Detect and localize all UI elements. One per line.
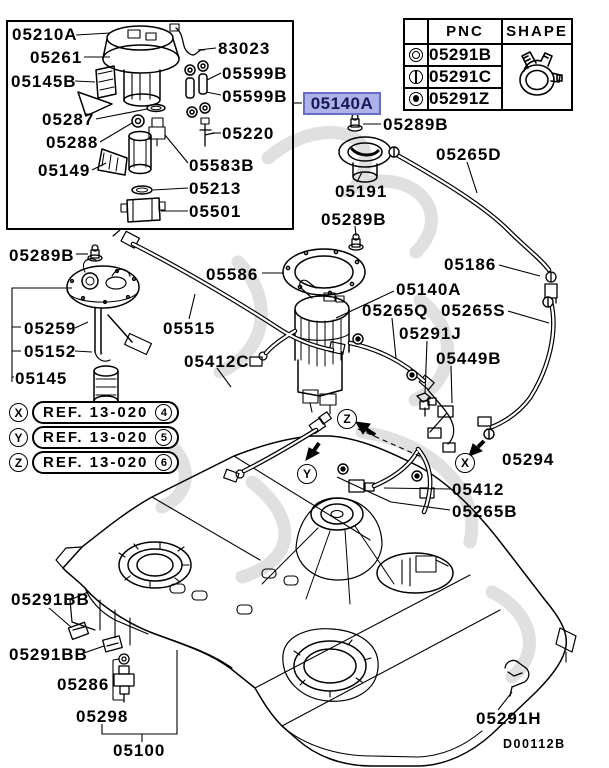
part-label-05599B-2: 05599B	[222, 87, 288, 106]
direction-arrows	[305, 421, 486, 461]
hose-clamp-icon	[519, 50, 563, 96]
ref-number-icon: 4	[155, 404, 173, 421]
clamp-symbol-cell	[403, 65, 429, 89]
ref-callout-x[interactable]: X REF. 13-020 4	[9, 401, 180, 424]
part-label-05213: 05213	[189, 179, 242, 198]
leader-lines	[11, 123, 550, 742]
pnc-value-05291C[interactable]: 05291C	[427, 65, 503, 89]
table-row: 05291Z	[403, 87, 572, 111]
part-label-05291BB-2: 05291BB	[9, 645, 88, 664]
diagram-marker-x: X	[455, 453, 475, 473]
part-label-05583B: 05583B	[189, 156, 255, 175]
ref-text: REF. 13-020	[43, 404, 149, 421]
part-label-83023: 83023	[218, 39, 271, 58]
part-label-05288: 05288	[46, 133, 99, 152]
bolt-icon	[87, 113, 364, 262]
clip-and-drain-art	[67, 621, 135, 703]
pnc-shape-table: PNC SHAPE 05291B	[403, 18, 573, 111]
retainer-ring-art	[282, 248, 366, 296]
part-label-05152: 05152	[24, 342, 77, 361]
ref-box[interactable]: REF. 13-020 6	[32, 451, 180, 474]
part-label-05287: 05287	[42, 110, 95, 129]
part-label-05220: 05220	[222, 124, 275, 143]
shape-cell	[501, 43, 573, 111]
circle-filled-dot-symbol	[409, 91, 423, 106]
ref-box[interactable]: REF. 13-020 4	[32, 401, 180, 424]
part-label-05140A-selected[interactable]: 05140A	[303, 92, 381, 115]
pnc-table-header-row: PNC SHAPE	[403, 18, 573, 45]
inset-assembly-box	[6, 20, 294, 230]
marker-y-icon: Y	[9, 428, 28, 447]
diagram-marker-y: Y	[297, 464, 317, 484]
diagram-marker-z: Z	[337, 409, 357, 429]
inset-leader-lines	[74, 32, 302, 212]
ref-number-icon: 5	[155, 429, 173, 446]
ref-text: REF. 13-020	[43, 454, 149, 471]
pnc-value-05291Z[interactable]: 05291Z	[427, 87, 503, 111]
part-label-05265D: 05265D	[436, 145, 502, 164]
part-label-05291H: 05291H	[476, 709, 542, 728]
part-label-05265B: 05265B	[452, 502, 518, 521]
part-label-05412: 05412	[452, 480, 505, 499]
part-label-05294: 05294	[502, 450, 555, 469]
part-label-05210A: 05210A	[12, 25, 78, 44]
fuel-sender-art	[66, 258, 153, 407]
clamp-symbol-cell	[403, 87, 429, 111]
part-label-05291J: 05291J	[399, 324, 462, 343]
part-label-05286: 05286	[57, 675, 110, 694]
part-label-05191: 05191	[335, 182, 388, 201]
part-label-05298: 05298	[76, 707, 129, 726]
part-label-05586: 05586	[206, 265, 259, 284]
part-label-05145B: 05145B	[11, 72, 77, 91]
part-label-05265S: 05265S	[441, 301, 506, 320]
ref-number-icon: 6	[155, 454, 173, 471]
table-row: 05291C	[403, 65, 572, 89]
ref-text: REF. 13-020	[43, 429, 149, 446]
table-row: 05291B	[403, 43, 573, 111]
part-label-05515: 05515	[163, 319, 216, 338]
part-label-05289B-2: 05289B	[321, 210, 387, 229]
part-label-05140A-2: 05140A	[396, 280, 462, 299]
part-label-05186: 05186	[444, 255, 497, 274]
ref-callout-y[interactable]: Y REF. 13-020 5	[9, 426, 180, 449]
ref-callout-z[interactable]: Z REF. 13-020 6	[9, 451, 180, 474]
part-label-05100: 05100	[113, 741, 166, 760]
hoses	[130, 152, 556, 515]
part-label-05412C: 05412C	[184, 352, 250, 371]
part-label-05261: 05261	[30, 48, 83, 67]
harness-art	[416, 389, 456, 453]
marker-x-icon: X	[9, 403, 28, 422]
part-label-05259: 05259	[24, 319, 77, 338]
pnc-table-corner-cell	[403, 18, 429, 45]
part-label-05289B-1: 05289B	[383, 115, 449, 134]
part-label-05599B-1: 05599B	[222, 64, 288, 83]
part-label-05291BB-1: 05291BB	[11, 590, 90, 609]
ref-box[interactable]: REF. 13-020 5	[32, 426, 180, 449]
shape-column-header: SHAPE	[501, 18, 573, 45]
part-label-05145: 05145	[15, 369, 68, 388]
drawing-code: D00112B	[503, 737, 566, 751]
fuel-tank-art	[55, 435, 577, 767]
part-label-05501: 05501	[189, 202, 242, 221]
clamp-symbol-cell	[403, 43, 429, 67]
part-label-05265Q: 05265Q	[362, 301, 429, 320]
part-label-05149: 05149	[38, 161, 91, 180]
circle-vertical-bar-symbol	[409, 69, 423, 84]
pnc-column-header: PNC	[427, 18, 503, 45]
part-label-05289B-3: 05289B	[9, 246, 75, 265]
pnc-value-05291B[interactable]: 05291B	[427, 43, 503, 67]
marker-z-icon: Z	[9, 453, 28, 472]
part-label-05449B: 05449B	[436, 349, 502, 368]
double-circle-symbol	[409, 47, 423, 62]
clamp-symbols	[337, 146, 554, 482]
